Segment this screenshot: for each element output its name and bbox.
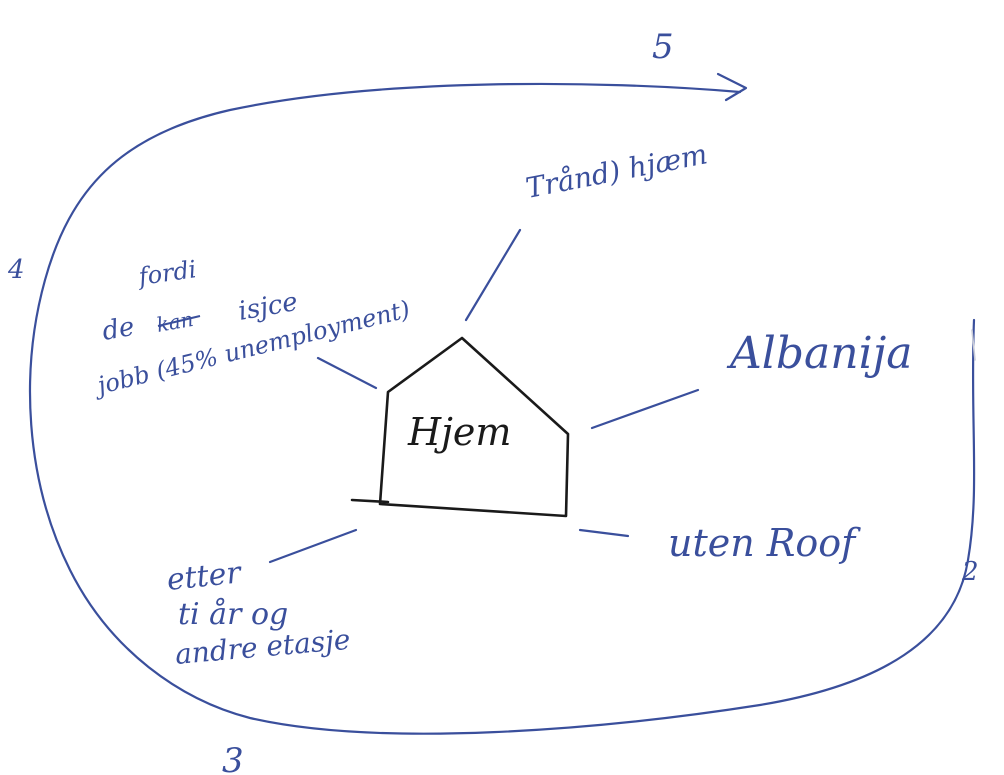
branch-label-uten-roof: uten Roof: [668, 521, 861, 565]
branch-label-trondhjem: Trånd) hjæm: [523, 137, 710, 205]
faint-mark: [971, 329, 976, 361]
branch-label-albanija: Albanija: [726, 328, 913, 379]
loop-number-3: 3: [222, 741, 244, 775]
connector-fordi: [316, 356, 378, 390]
loop-number-5: 5: [652, 27, 674, 67]
boundary-loop: [28, 82, 976, 735]
connector-trondhjem: [464, 228, 522, 322]
connector-etter: [268, 528, 358, 564]
connector-albanija: [590, 388, 700, 430]
branch-fordi-line-4: isjce: [236, 287, 300, 327]
branch-etter-line-2: ti år og: [178, 597, 288, 632]
house-base-extension: [350, 498, 390, 504]
boundary-arrowhead: [716, 72, 748, 102]
branch-fordi-line-2: de: [100, 312, 137, 347]
loop-number-4: 4: [7, 255, 25, 285]
branch-etter-line-1: etter: [165, 555, 244, 598]
strikethrough-mark: [157, 315, 201, 327]
center-label: Hjem: [407, 410, 511, 454]
house-shape: [378, 336, 570, 518]
connector-uten-roof: [578, 528, 630, 538]
branch-fordi-line-1: fordi: [135, 255, 198, 291]
loop-number-2: 2: [961, 557, 979, 587]
